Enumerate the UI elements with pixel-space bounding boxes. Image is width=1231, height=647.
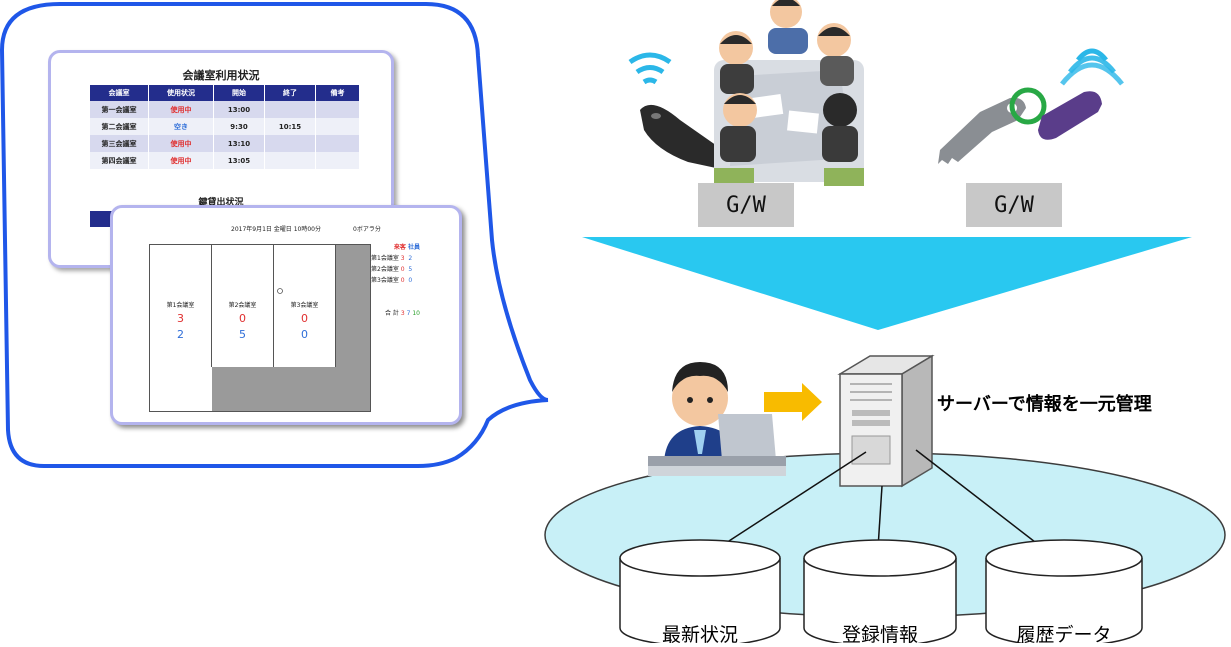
db-label-registration: 登録情報 — [841, 624, 918, 646]
occupancy-summary: 来客 社員 第1会議室 3 2 第2会議室 0 5 第3会議室 0 0 合 計 … — [371, 242, 420, 319]
db-label-history: 履歴データ — [1016, 624, 1112, 646]
cell-end — [264, 135, 316, 152]
cell-room: 第三会議室 — [90, 135, 149, 152]
summary-staff: 5 — [408, 266, 413, 273]
database-cylinder-3 — [985, 539, 1143, 643]
cell-note — [315, 152, 360, 169]
cell-note — [315, 101, 360, 118]
col-status: 使用状況 — [148, 85, 214, 101]
summary-staff: 0 — [408, 277, 413, 284]
room-visitors: 0 — [301, 312, 308, 325]
cell-status: 空き — [148, 118, 214, 135]
system-diagram — [544, 0, 1226, 643]
table-row: 第三会議室 使用中 13:10 — [90, 135, 360, 152]
table-row: 第二会議室 空き 9:30 10:15 — [90, 118, 360, 135]
gateway-label-1: G/W — [698, 183, 794, 227]
summary-visitors: 0 — [400, 277, 405, 284]
col-end: 終了 — [264, 85, 316, 101]
db-label-latest: 最新状況 — [661, 624, 738, 646]
room-3: 第3会議室 0 0 — [274, 245, 336, 367]
server-caption: サーバーで情報を一元管理 — [937, 394, 1152, 415]
summary-room: 第1会議室 — [371, 255, 399, 262]
room-staff: 5 — [239, 328, 246, 341]
room-1: 第1会議室 3 2 — [150, 245, 212, 367]
summary-total: 合 計 3 7 10 — [371, 308, 420, 319]
cell-start: 13:00 — [213, 101, 265, 118]
cell-start: 13:10 — [213, 135, 265, 152]
cell-status: 使用中 — [148, 152, 214, 169]
funnel-arrow — [582, 237, 1192, 330]
cell-note — [315, 118, 360, 135]
key-lending-title: 鍵貸出状況 — [198, 198, 244, 208]
total-visitors: 3 — [400, 310, 405, 317]
cell-start: 9:30 — [213, 118, 265, 135]
gateway-label-2: G/W — [966, 183, 1062, 227]
server-icon — [837, 354, 935, 488]
summary-row: 第1会議室 3 2 — [371, 253, 420, 264]
col-note: 備考 — [315, 85, 360, 101]
database-cylinder-2 — [803, 539, 957, 643]
room-staff: 0 — [301, 328, 308, 341]
storage-block — [212, 367, 336, 411]
operator-icon — [648, 362, 786, 476]
corridor-block — [336, 245, 370, 411]
room-2: 第2会議室 0 5 — [212, 245, 274, 367]
cell-room: 第二会議室 — [90, 118, 149, 135]
cell-note — [315, 135, 360, 152]
cell-room: 第一会議室 — [90, 101, 149, 118]
room-visitors: 0 — [239, 312, 246, 325]
room-name: 第1会議室 — [166, 302, 195, 309]
floor-plan: 第1会議室 3 2 第2会議室 0 5 第3会議室 0 0 — [149, 244, 371, 412]
col-start: 開始 — [213, 85, 265, 101]
room-name: 第2会議室 — [228, 302, 257, 309]
summary-room: 第3会議室 — [371, 277, 399, 284]
cell-start: 13:05 — [213, 152, 265, 169]
cell-room: 第四会議室 — [90, 152, 149, 169]
cell-status: 使用中 — [148, 101, 214, 118]
room-visitors: 3 — [177, 312, 184, 325]
pin-icon — [277, 288, 283, 294]
link-line — [877, 485, 883, 549]
summary-visitors: 3 — [400, 255, 405, 262]
link-line — [915, 449, 1049, 553]
key-tag-icon — [938, 48, 1124, 164]
summary-header: 来客 社員 — [371, 242, 420, 253]
total-all: 10 — [412, 310, 420, 317]
refresh-text: 0ボアラ分 — [353, 226, 381, 233]
summary-room: 第2会議室 — [371, 266, 399, 273]
beacon-tag-icon — [628, 52, 726, 168]
total-label: 合 計 — [385, 310, 399, 317]
cell-status: 使用中 — [148, 135, 214, 152]
room-staff: 2 — [177, 328, 184, 341]
table-row: 第一会議室 使用中 13:00 — [90, 101, 360, 118]
usage-table: 会議室 使用状況 開始 終了 備考 第一会議室 使用中 13:00 第二会議室 … — [90, 85, 360, 169]
link-line — [711, 451, 867, 553]
summary-staff: 2 — [408, 255, 413, 262]
summary-header-staff: 社員 — [407, 244, 420, 251]
arrow-icon — [764, 383, 822, 421]
cell-end: 10:15 — [264, 118, 316, 135]
summary-row: 第3会議室 0 0 — [371, 275, 420, 286]
summary-header-visitors: 来客 — [393, 244, 406, 251]
table-row: 第四会議室 使用中 13:05 — [90, 152, 360, 169]
meeting-people-icon — [714, 0, 864, 186]
cell-end — [264, 152, 316, 169]
summary-visitors: 0 — [400, 266, 405, 273]
floor-window: 2017年9月1日 金曜日 10時00分 0ボアラ分 第1会議室 3 2 第2会… — [110, 205, 462, 425]
database-cylinder-1 — [619, 539, 781, 643]
total-staff: 7 — [406, 310, 411, 317]
room-name: 第3会議室 — [290, 302, 319, 309]
summary-row: 第2会議室 0 5 — [371, 264, 420, 275]
col-room: 会議室 — [90, 85, 149, 101]
cell-end — [264, 101, 316, 118]
usage-title: 会議室利用状況 — [182, 69, 260, 82]
datetime-text: 2017年9月1日 金曜日 10時00分 — [231, 226, 321, 233]
